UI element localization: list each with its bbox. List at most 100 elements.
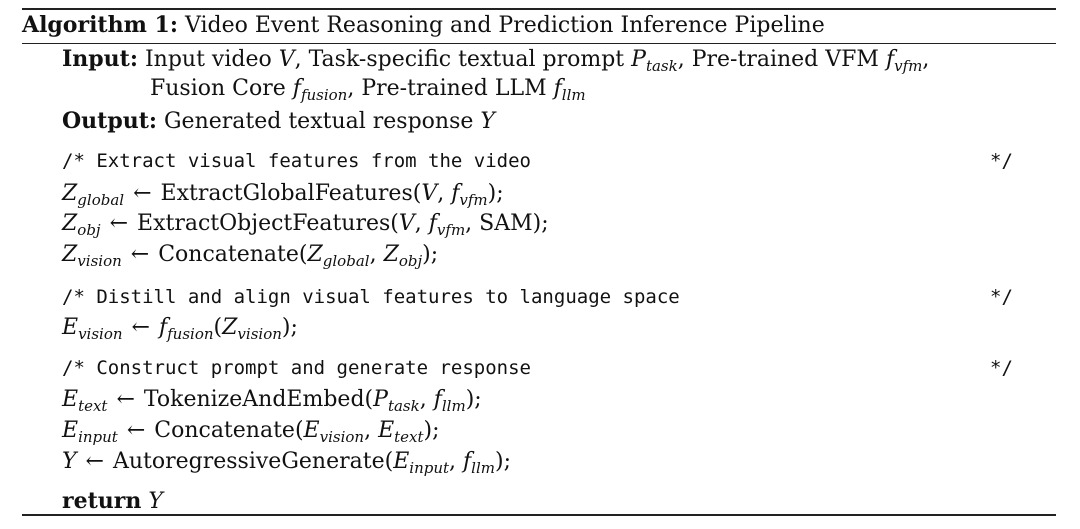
assign-arrow: ← [131,315,150,340]
comma: , [414,211,429,236]
input-text: , Task-specific textual prompt [294,47,632,72]
math-var: E [62,315,79,340]
math-var: Y [62,449,77,474]
math-sub: obj [398,252,423,270]
input-line-1: Input: Input video V, Task-specific text… [62,44,929,75]
math-sub: vision [77,252,122,270]
math-var: V [421,181,438,206]
math-sub: llm [471,459,495,477]
function-arg: SAM [479,211,533,236]
step-7: Y ← AutoregressiveGenerate(Einput, fllm)… [62,447,511,477]
comma: , [419,387,434,412]
closing: ); [281,315,298,340]
math-sub: llm [441,397,466,415]
math-sub: text [394,428,424,446]
top-rule [22,8,1056,10]
math-var: Z [62,211,78,236]
return-keyword: return [62,488,142,514]
math-var: f [158,315,168,340]
output-text: Generated textual response [163,109,481,134]
comment-2: /* Distill and align visual features to … [62,286,680,308]
math-sub: obj [77,221,101,239]
closing: ); [532,211,549,236]
comment-1: /* Extract visual features from the vide… [62,150,531,172]
assign-arrow: ← [130,242,150,267]
math-sub: input [409,459,450,477]
math-var: Z [222,315,238,340]
caption-rule [22,43,1056,44]
function-name: Concatenate( [154,418,304,443]
math-var: Y [480,109,495,134]
math-sub: global [77,191,125,209]
step-1: Zglobal ← ExtractGlobalFeatures(V, fvfm)… [62,179,504,209]
math-sub: fusion [300,86,348,104]
math-sub: vfm [894,57,923,75]
math-sub: vfm [459,191,488,209]
function-name: Concatenate( [158,242,308,267]
input-text: Input video [144,47,279,72]
comma: , [465,211,480,236]
output-line: Output: Generated textual response Y [62,106,495,137]
math-sub: global [322,252,370,270]
comma: , [369,242,384,267]
step-3: Zvision ← Concatenate(Zglobal, Zobj); [62,240,438,270]
math-sub: vision [78,325,123,343]
algorithm-caption: Algorithm 1: Video Event Reasoning and P… [22,11,825,40]
math-var: V [278,47,295,72]
math-var: f [463,449,472,474]
bottom-rule [22,514,1056,516]
math-var: f [433,387,442,412]
step-6: Einput ← Concatenate(Evision, Etext); [62,416,440,446]
comma: , [437,181,452,206]
step-5: Etext ← TokenizeAndEmbed(Ptask, fllm); [62,385,482,415]
math-sub: vision [319,428,365,446]
closing: ); [487,181,504,206]
comment-1-end: */ [990,150,1013,172]
math-var: E [378,418,395,443]
math-var: Z [383,242,399,267]
math-var: P [631,47,646,72]
algorithm-box [22,8,1056,44]
math-var: Z [62,181,78,206]
math-var: E [62,418,79,443]
math-var: f [451,181,460,206]
closing: ); [422,242,439,267]
input-text: Fusion Core [150,76,293,101]
closing: ); [495,449,511,474]
assign-arrow: ← [116,387,135,412]
function-name: TokenizeAndEmbed( [143,387,374,412]
closing: ); [465,387,482,412]
math-var: V [398,211,415,236]
math-sub: text [78,397,108,415]
function-name: ExtractObjectFeatures( [137,211,399,236]
math-var: f [292,76,301,101]
math-var: E [303,418,320,443]
math-var: P [373,387,388,412]
closing: ); [423,418,440,443]
open-paren: ( [213,315,223,340]
math-sub: llm [561,86,586,104]
math-var: f [428,211,437,236]
input-text: , Pre-trained VFM [677,47,886,72]
math-var: f [885,47,895,72]
math-var: Z [62,242,78,267]
return-line: return Y [62,486,163,517]
math-sub: task [645,57,678,75]
output-label: Output: [62,108,157,134]
input-line-2: Fusion Core ffusion, Pre-trained LLM fll… [150,74,586,104]
input-text: , [922,47,930,72]
math-sub: fusion [167,325,214,343]
comment-3-end: */ [990,357,1013,379]
math-sub: vision [237,325,282,343]
step-2: Zobj ← ExtractObjectFeatures(V, fvfm, SA… [62,209,549,239]
function-name: ExtractGlobalFeatures( [160,181,422,206]
comment-2-end: */ [990,286,1013,308]
comma: , [449,449,464,474]
math-var: f [553,76,562,101]
caption-label: Algorithm 1: [22,12,178,38]
assign-arrow: ← [109,211,129,236]
function-name: AutoregressiveGenerate( [112,449,394,474]
math-sub: vfm [436,221,466,239]
return-var: Y [148,489,163,514]
input-label: Input: [62,46,138,72]
